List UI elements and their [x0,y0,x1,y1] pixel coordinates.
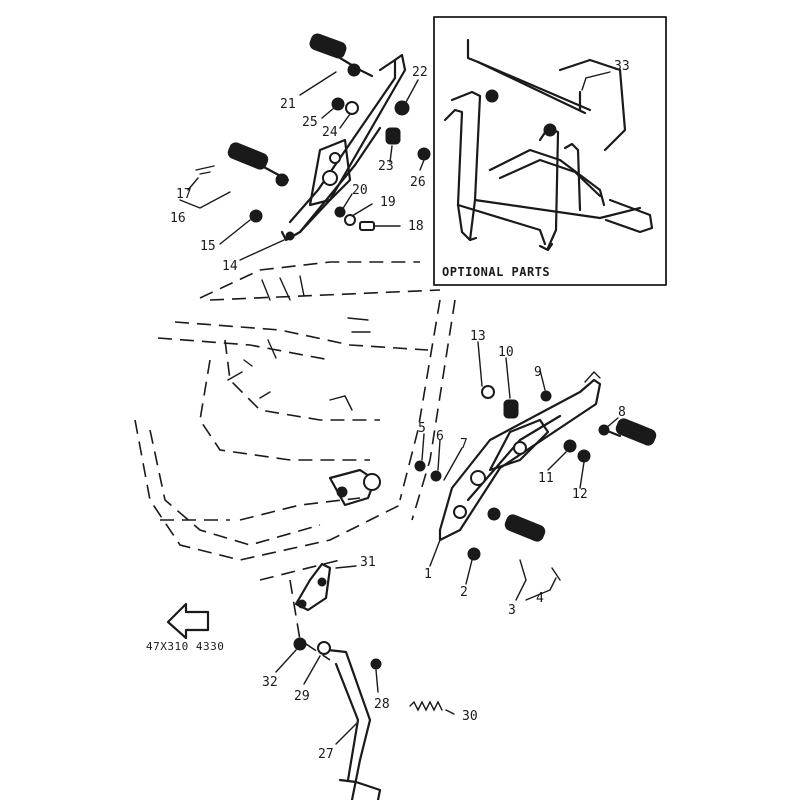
callout-5: 5 [418,421,426,436]
bolt-2 [467,547,481,561]
nut-32 [293,637,307,651]
damper-23 [385,127,401,145]
callout-15: 15 [200,239,216,254]
bolt-13 [481,385,495,399]
callout-30: 30 [462,709,478,724]
collar-22 [394,100,410,116]
callout-9: 9 [534,365,542,380]
callout-12: 12 [572,487,588,502]
washer-5 [414,460,426,472]
washer-19 [344,214,356,226]
callout-8: 8 [618,405,626,420]
callout-13: 13 [470,329,486,344]
callout-7: 7 [460,437,468,452]
catalog-code: 47X310 4330 [146,640,224,653]
washer-6 [430,470,442,482]
callout-17: 17 [176,187,192,202]
washer-12 [577,449,591,463]
callout-11: 11 [538,471,554,486]
callout-10: 10 [498,345,514,360]
callout-32: 32 [262,675,278,690]
callout-6: 6 [436,429,444,444]
footpeg-16 [195,142,290,187]
callout-16: 16 [170,211,186,226]
callout-33: 33 [614,59,630,74]
spring-30 [409,700,443,712]
nut-25 [331,97,345,111]
frame-outline [134,261,456,661]
callout-28: 28 [374,697,390,712]
optional-parts-panel: OPTIONAL PARTS [433,16,667,286]
callout-19: 19 [380,195,396,210]
bolt-28 [370,658,382,670]
damper-10 [503,399,519,419]
sidestand-assembly [293,562,443,800]
callout-29: 29 [294,689,310,704]
callout-20: 20 [352,183,368,198]
footpeg-21 [309,33,374,78]
callout-23: 23 [378,159,394,174]
footpeg-3 [487,507,561,581]
optional-parts-frame [433,16,667,286]
callout-1: 1 [424,567,432,582]
leader-lines [179,71,619,745]
nut-11 [563,439,577,453]
callout-3: 3 [508,603,516,618]
nut-26 [417,147,431,161]
callout-26: 26 [410,175,426,190]
callout-14: 14 [222,259,238,274]
footpeg-8 [598,418,657,446]
washer-29 [317,641,331,655]
washer-24 [345,101,359,115]
callout-18: 18 [408,219,424,234]
callout-2: 2 [460,585,468,600]
nut-9 [540,390,552,402]
right-footrest-bracket-assembly [414,370,657,581]
callout-21: 21 [280,97,296,112]
bolt-15 [249,209,263,223]
frame-mount-boss [328,468,381,507]
callout-31: 31 [360,555,376,570]
part-callouts: 21 22 25 24 23 26 17 16 20 19 18 15 14 3… [170,59,630,762]
callout-24: 24 [322,125,338,140]
optional-parts-label: OPTIONAL PARTS [442,265,550,279]
callout-25: 25 [302,115,318,130]
callout-4: 4 [536,591,544,606]
forward-arrow-icon [166,602,210,640]
bolt-18 [359,221,375,231]
paddock-stand-drawing [443,38,654,252]
callout-22: 22 [412,65,428,80]
callout-27: 27 [318,747,334,762]
left-footrest-bracket-assembly [195,33,431,242]
